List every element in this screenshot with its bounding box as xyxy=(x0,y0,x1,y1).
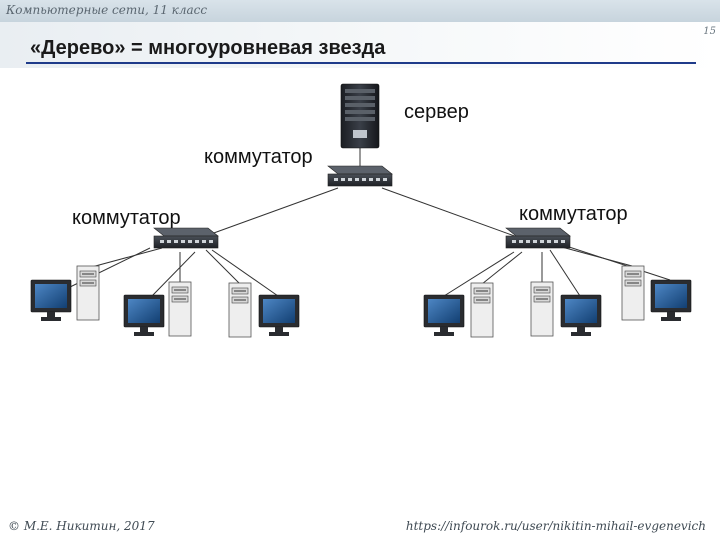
switch-label-right: коммутатор xyxy=(519,203,628,225)
header-bar: Компьютерные сети, 11 класс xyxy=(0,0,720,22)
switch-icon-central xyxy=(327,165,393,187)
monitor-icon xyxy=(258,294,300,337)
course-name: Компьютерные сети, 11 класс xyxy=(6,3,208,17)
server-label: сервер xyxy=(404,101,469,123)
monitor-icon xyxy=(560,294,602,337)
tower-icon xyxy=(470,282,494,338)
tower-icon xyxy=(76,265,100,321)
slide-title: «Дерево» = многоуровневая звезда xyxy=(30,37,386,59)
tower-icon xyxy=(168,281,192,337)
server-icon xyxy=(340,83,380,149)
footer-author: © М.Е. Никитин, 2017 xyxy=(8,519,155,533)
tower-icon xyxy=(530,281,554,337)
slide-number: 15 xyxy=(703,26,716,37)
monitor-icon xyxy=(123,294,165,337)
switch-icon-left xyxy=(153,227,219,249)
monitor-icon xyxy=(423,294,465,337)
footer-url: https://infourok.ru/user/nikitin-mihail-… xyxy=(405,519,706,533)
monitor-icon xyxy=(30,279,72,322)
tower-icon xyxy=(621,265,645,321)
monitor-icon xyxy=(650,279,692,322)
switch-icon-right xyxy=(505,227,571,249)
title-underline xyxy=(26,62,696,64)
switch-label-left: коммутатор xyxy=(72,207,181,229)
switch-label-central: коммутатор xyxy=(204,146,313,168)
title-band xyxy=(0,22,720,68)
tower-icon xyxy=(228,282,252,338)
